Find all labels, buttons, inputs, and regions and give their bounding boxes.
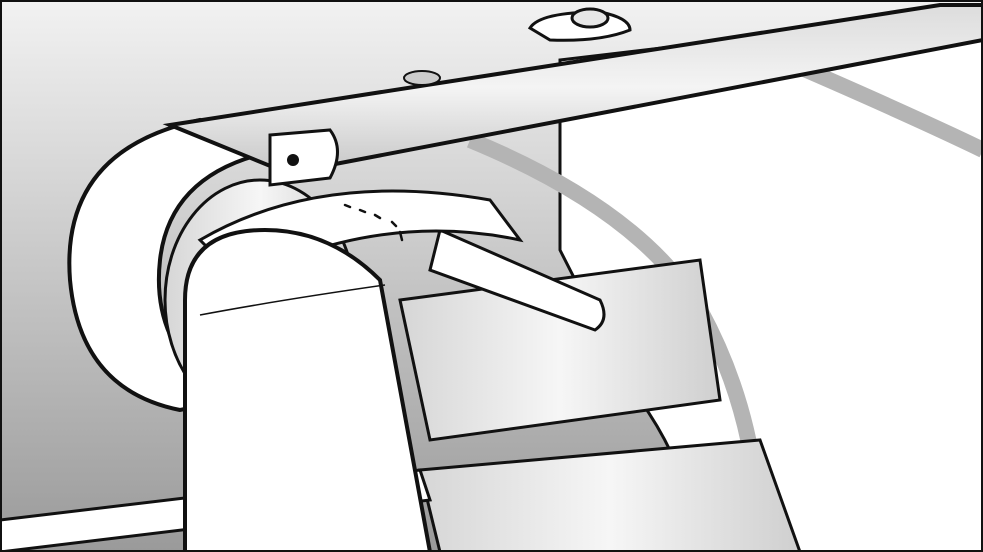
hinge-pin-icon: [287, 154, 299, 166]
roller-guard: [67, 117, 288, 413]
lower-roller: [418, 438, 802, 552]
hinge-block: [268, 128, 339, 187]
middle-roller: [398, 258, 722, 442]
front-arm-edge: [199, 284, 386, 316]
knob-icon: [570, 7, 610, 29]
front-arm: [183, 227, 433, 552]
perforation-marks: [343, 203, 404, 242]
guide-rod: [428, 227, 606, 332]
screw-icon: [403, 70, 441, 86]
